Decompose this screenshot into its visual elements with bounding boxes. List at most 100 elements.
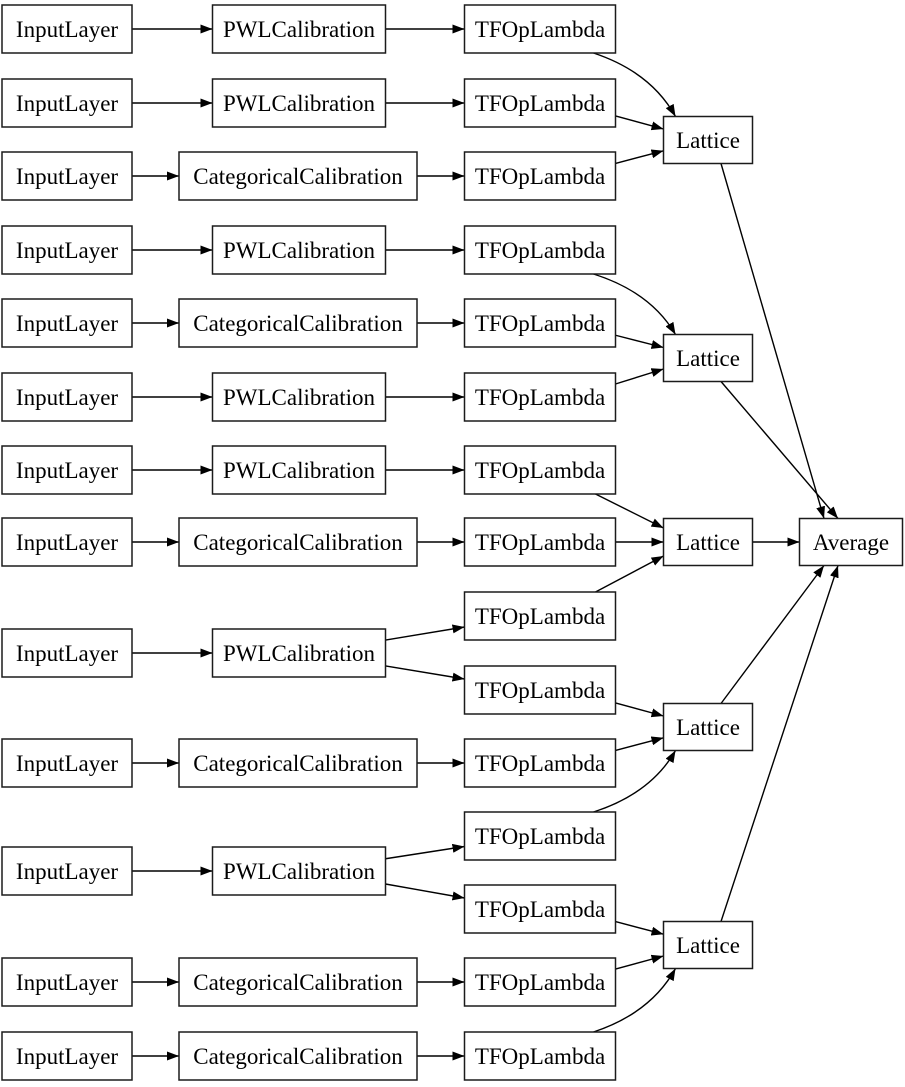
tfop-node-label: TFOpLambda [475,164,605,189]
node-t8-tfop: TFOpLambda [463,517,617,567]
tfop-node-box [463,884,617,934]
pwl-node-box [211,372,387,422]
tfop-node-box [463,151,617,201]
tfop-node-box [463,445,617,495]
node-il12-input: InputLayer [1,957,133,1007]
edge-t3-l1 [615,149,664,165]
tfop-node-box [463,4,617,54]
node-cat6-cat: CategoricalCalibration [178,1031,418,1081]
cat-node-box [178,957,418,1007]
tfop-node-label: TFOpLambda [475,678,605,703]
input-node-label: InputLayer [16,91,119,116]
tfop-node-box [463,591,617,641]
node-pwl5-pwl: PWLCalibration [211,445,387,495]
input-node-box [1,151,133,201]
node-t9-tfop: TFOpLambda [463,591,617,641]
cat-node-box [178,151,418,201]
tfop-node-label: TFOpLambda [475,824,605,849]
node-t4-tfop: TFOpLambda [463,225,617,275]
edge-t7-l3 [595,493,664,529]
input-node-box [1,298,133,348]
node-il1-input: InputLayer [1,4,133,54]
edge-pwl6-t9 [385,624,465,641]
input-node-label: InputLayer [16,238,119,263]
lattice-node-label: Lattice [676,346,740,371]
cat-node-box [178,1031,418,1081]
node-pwl3-pwl: PWLCalibration [211,225,387,275]
edge-t6-l2 [615,368,664,385]
input-node-box [1,78,133,128]
lattice-node-box [662,517,754,567]
edge-t15-l5 [593,968,677,1033]
tfop-node-label: TFOpLambda [475,604,605,629]
pwl-node-label: PWLCalibration [223,17,376,42]
node-t13-tfop: TFOpLambda [463,884,617,934]
node-cat5-cat: CategoricalCalibration [178,957,418,1007]
pwl-node-box [211,445,387,495]
node-il6-input: InputLayer [1,372,133,422]
average-node-box [798,517,904,567]
edge-t10-l4 [615,702,664,718]
tfop-node-label: TFOpLambda [475,311,605,336]
cat-node-label: CategoricalCalibration [193,530,403,555]
edge-t11-l4 [615,736,664,752]
node-t11-tfop: TFOpLambda [463,738,617,788]
tfop-node-box [463,298,617,348]
input-node-label: InputLayer [16,859,119,884]
lattice-node-box [662,333,754,383]
node-t7-tfop: TFOpLambda [463,445,617,495]
edge-t14-l5 [615,954,664,970]
cat-node-box [178,738,418,788]
node-il7-input: InputLayer [1,445,133,495]
lattice-node-label: Lattice [676,933,740,958]
node-t1-tfop: TFOpLambda [463,4,617,54]
node-t14-tfop: TFOpLambda [463,957,617,1007]
node-il9-input: InputLayer [1,628,133,678]
tfop-node-label: TFOpLambda [475,751,605,776]
input-node-label: InputLayer [16,385,119,410]
pwl-node-box [211,846,387,896]
edge-t1-l1 [593,52,677,117]
pwl-node-label: PWLCalibration [223,238,376,263]
lattice-node-label: Lattice [676,128,740,153]
node-il11-input: InputLayer [1,846,133,896]
pwl-node-label: PWLCalibration [223,458,376,483]
input-node-box [1,517,133,567]
input-node-box [1,846,133,896]
node-l3-lattice: Lattice [662,517,754,567]
node-t6-tfop: TFOpLambda [463,372,617,422]
input-node-box [1,628,133,678]
input-node-box [1,372,133,422]
tfop-node-label: TFOpLambda [475,1044,605,1069]
tfop-node-box [463,811,617,861]
lattice-node-box [662,115,754,165]
node-pwl1-pwl: PWLCalibration [211,4,387,54]
tfop-node-label: TFOpLambda [475,238,605,263]
tfop-node-box [463,78,617,128]
node-il10-input: InputLayer [1,738,133,788]
lattice-node-label: Lattice [676,715,740,740]
edge-pwl6-t10 [385,665,465,682]
tfop-node-box [463,372,617,422]
lattice-node-box [662,702,754,752]
edge-l1-avg [720,163,825,519]
edge-l4-avg [720,565,825,704]
tfop-node-label: TFOpLambda [475,385,605,410]
input-node-box [1,1031,133,1081]
node-il3-input: InputLayer [1,151,133,201]
cat-node-box [178,517,418,567]
tfop-node-box [463,1031,617,1081]
edge-t5-l2 [615,334,664,349]
edge-l2-avg [720,381,839,519]
node-cat4-cat: CategoricalCalibration [178,738,418,788]
tfop-node-label: TFOpLambda [475,458,605,483]
edge-t2-l1 [615,115,664,131]
input-node-label: InputLayer [16,1044,119,1069]
input-node-box [1,738,133,788]
tfop-node-label: TFOpLambda [475,91,605,116]
pwl-node-box [211,78,387,128]
cat-node-label: CategoricalCalibration [193,970,403,995]
node-il2-input: InputLayer [1,78,133,128]
